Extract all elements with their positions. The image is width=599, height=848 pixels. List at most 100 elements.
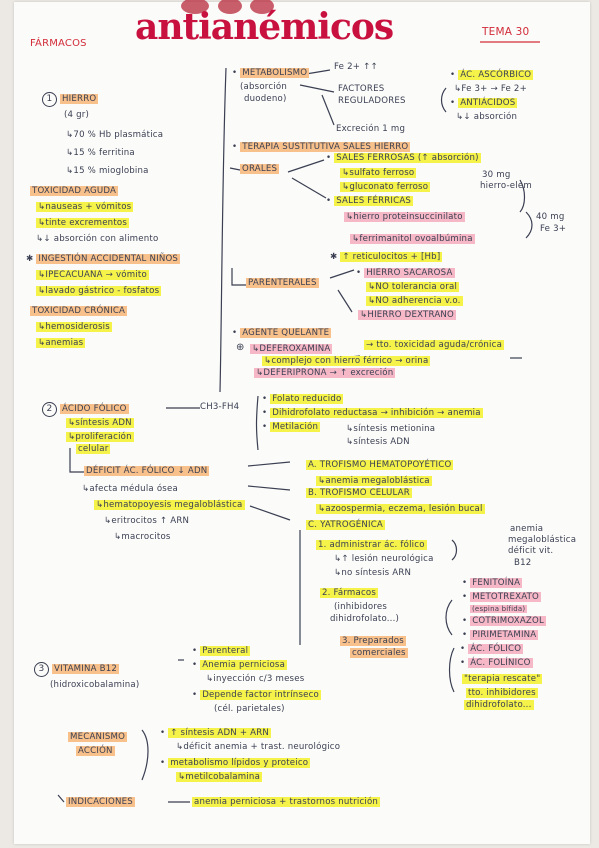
c3-item: "terapia rescate"	[462, 674, 543, 684]
acido-folico-sub: ↳síntesis ADN	[66, 418, 134, 428]
mecanismo-item: ↑ síntesis ADN + ARN	[168, 728, 272, 738]
ferricas-note: 40 mg	[536, 212, 565, 222]
trofismo-a-title: A. TROFISMO HEMATOPOYÉTICO	[306, 460, 454, 470]
trofismo-b-title: B. TROFISMO CELULAR	[306, 488, 412, 498]
quelante-title: AGENTE QUELANTE	[240, 328, 332, 338]
ingestion-item: ↳IPECACUANA → vómito	[36, 270, 149, 280]
fe-text: Fe 2+ ↑↑	[334, 62, 378, 72]
mecanismo-item: metabolismo lípidos y proteico	[168, 758, 311, 768]
trofismo-b-item: ↳azoospermia, eczema, lesión bucal	[316, 504, 485, 514]
folato-item: ↳síntesis metionina	[346, 424, 436, 434]
factor-item: ANTIÁCIDOS	[458, 98, 518, 108]
ferrosas-note: 30 mg	[482, 170, 511, 180]
acido-folico-title: ÁCIDO FÓLICO	[60, 404, 129, 414]
c3-item: tto. inhibidores	[466, 688, 538, 698]
ferrosas-item: ↳sulfato ferroso	[340, 168, 417, 178]
b12-sub: (hidroxicobalamina)	[50, 680, 140, 690]
quelante-item: ↳DEFERIPRONA → ↑ excreción	[254, 368, 396, 378]
tox-aguda-item: ↳↓ absorción con alimento	[36, 234, 159, 244]
mecanismo-title: ACCIÓN	[76, 746, 115, 756]
parenteral-item: ↳NO tolerancia oral	[366, 282, 460, 292]
yatrogenica-c3: 3. Preparados	[340, 636, 406, 646]
b12-item: Anemia perniciosa	[200, 660, 288, 670]
c2-item: FENITOÍNA	[470, 578, 523, 588]
ferrosas-note: hierro-elem	[480, 181, 532, 191]
terapia-title: TERAPIA SUSTITUTIVA SALES HIERRO	[240, 142, 411, 152]
b12-item: ↳inyección c/3 meses	[206, 674, 305, 684]
ingestion-title: INGESTIÓN ACCIDENTAL NIÑOS	[36, 254, 181, 264]
tox-cronica-item: ↳hemosiderosis	[36, 322, 112, 332]
c2-item: COTRIMOXAZOL	[470, 616, 546, 626]
yatrogenica-c1-sub: ↳no síntesis ARN	[334, 568, 412, 578]
folato-item: ↳síntesis ADN	[346, 437, 410, 447]
ferricas-item: ↳ferrimanitol ovoalbúmina	[350, 234, 475, 244]
section-number: 3	[34, 662, 49, 677]
c3-item: dihidrofolato...	[464, 700, 534, 710]
yatrogenica-c1-sub: ↳↑ lesión neurológica	[334, 554, 434, 564]
ferricas-item: ↳hierro proteinsuccinilato	[344, 212, 465, 222]
quelante-item: ↳complejo con hierro férrico → orina	[262, 356, 431, 366]
b12-item: Depende factor intrínseco	[200, 690, 321, 700]
factores-label: REGULADORES	[338, 96, 406, 106]
yatrogenica-c1: 1. administrar ác. fólico	[316, 540, 427, 550]
indicaciones-title: INDICACIONES	[66, 797, 135, 807]
c3-item: ÁC. FOLÍNICO	[468, 658, 533, 668]
subject-label: FÁRMACOS	[30, 38, 87, 49]
hierro-dist-2: ↳15 % ferritina	[66, 148, 135, 158]
factor-item: ↳↓ absorción	[456, 112, 518, 122]
page-title: antianémicos	[135, 6, 394, 48]
parenteral-item: ↳HIERRO DEXTRANO	[358, 310, 456, 320]
mecanismo-item: ↳déficit anemia + trast. neurológico	[176, 742, 341, 752]
metabolismo-sub: (absorción	[240, 82, 287, 92]
tox-cronica-title: TOXICIDAD CRÓNICA	[30, 306, 128, 316]
ingestion-item: ↳lavado gástrico - fosfatos	[36, 286, 162, 296]
hierro-qty: (4 gr)	[64, 110, 90, 120]
hierro-dist-3: ↳15 % mioglobina	[66, 166, 149, 176]
hierro-title: HIERRO	[60, 94, 99, 104]
metabolismo-sub: duodeno)	[244, 94, 287, 104]
tema-label: TEMA 30	[482, 26, 530, 38]
plus-circle-icon: ⊕	[236, 342, 245, 353]
c2-item: (espina bífida)	[470, 605, 528, 613]
ferricas-title: SALES FÉRRICAS	[334, 196, 414, 206]
reticulocitos-text: ↑ reticulocitos + [Hb]	[340, 252, 443, 262]
ferricas-note: Fe 3+	[540, 224, 567, 234]
c2-sub: dihidrofolato...)	[330, 614, 400, 624]
b12-title: VITAMINA B12	[52, 664, 120, 674]
c1-right: megaloblástica	[508, 535, 577, 545]
mecanismo-item: ↳metilcobalamina	[176, 772, 263, 782]
parenteral-item: HIERRO SACAROSA	[364, 268, 455, 278]
tox-aguda-title: TOXICIDAD AGUDA	[30, 186, 119, 196]
asterisk-icon: ✱	[26, 254, 37, 264]
b12-item: (cél. parietales)	[214, 704, 285, 714]
c2-item: METOTREXATO	[470, 592, 542, 602]
deficit-item: ↳afecta médula ósea	[82, 484, 178, 494]
section-number: 2	[42, 402, 57, 417]
trofismo-a-item: ↳anemia megaloblástica	[316, 476, 432, 486]
section-number: 1	[42, 92, 57, 107]
b12-item: Parenteral	[200, 646, 251, 656]
folato-item: Folato reducido	[270, 394, 344, 404]
indicaciones-text: anemia perniciosa + trastornos nutrición	[192, 797, 381, 807]
ferrosas-title: SALES FERROSAS (↑ absorción)	[334, 153, 481, 163]
excrecion-text: Excreción 1 mg	[336, 124, 406, 134]
deficit-title: DÉFICIT ÁC. FÓLICO ↓ ADN	[84, 466, 210, 476]
yatrogenica-c2: 2. Fármacos	[320, 588, 379, 598]
quelante-item: → tto. toxicidad aguda/crónica	[364, 340, 505, 350]
mecanismo-title: MECANISMO	[68, 732, 128, 742]
c2-item: PIRIMETAMINA	[470, 630, 539, 640]
tox-aguda-item: ↳nauseas + vómitos	[36, 202, 134, 212]
factor-item: ÁC. ASCÓRBICO	[458, 70, 534, 80]
deficit-item: ↳macrocitos	[114, 532, 171, 542]
metabolismo-title: METABOLISMO	[240, 68, 310, 78]
c1-right: anemia	[510, 524, 544, 534]
factor-item: ↳Fe 3+ → Fe 2+	[454, 84, 527, 94]
parenteral-item: ↳NO adherencia v.o.	[366, 296, 463, 306]
deficit-item: ↳eritrocitos ↑ ARN	[104, 516, 190, 526]
deficit-item: ↳hematopoyesis megaloblástica	[94, 500, 245, 510]
factores-label: FACTORES	[338, 84, 385, 94]
orales-label: ORALES	[240, 164, 280, 174]
acido-folico-arrow: CH3-FH4	[200, 402, 240, 412]
folato-item: Metilación	[270, 422, 321, 432]
